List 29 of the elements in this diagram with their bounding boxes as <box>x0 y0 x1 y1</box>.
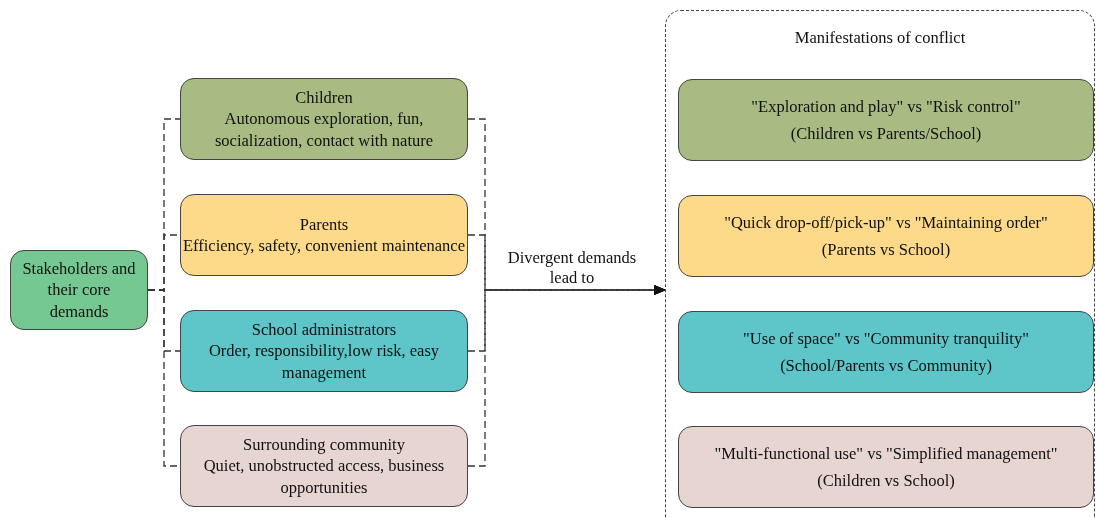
stakeholder-box <box>180 425 468 507</box>
conflict-box <box>678 311 1094 393</box>
box-text: (School/Parents vs Community) <box>780 355 992 377</box>
box-text: Efficiency, safety, convenient maintenance <box>182 235 465 257</box>
box-text: Autonomous exploration, fun, socialization, contact with nature <box>213 108 435 152</box>
box-heading: Children <box>295 86 353 109</box>
box-heading: "Exploration and play" vs "Risk control" <box>751 95 1021 117</box>
group-heading: Manifestations of conflict <box>794 27 966 49</box>
box-text: (Children vs School) <box>817 470 955 492</box>
stakeholder-box <box>180 78 468 160</box>
conflict-box <box>678 79 1094 161</box>
root-box <box>10 250 148 330</box>
box-heading: Parents <box>299 213 349 235</box>
stakeholder-box <box>180 194 468 276</box>
box-text: (Parents vs School) <box>821 239 951 261</box>
box-heading: "Quick drop-off/pick-up" vs "Maintaining order" <box>724 211 1048 233</box>
box-label: Stakeholders and their core demands <box>21 257 137 323</box>
connector <box>467 285 666 467</box>
stakeholder-box <box>180 310 468 392</box>
box-heading: Surrounding community <box>243 433 405 456</box>
group-frame <box>665 10 1095 518</box>
conflict-box <box>678 195 1094 277</box>
box-text: (Children vs Parents/School) <box>790 123 982 145</box>
conflict-box <box>678 426 1094 508</box>
box-text: Quiet, unobstructed access, business opportunities <box>202 455 446 499</box>
box-heading: "Multi-functional use" vs "Simplified management" <box>714 442 1058 464</box>
box-text: Order, responsibility,low risk, easy management <box>207 340 441 384</box>
box-heading: School administrators <box>251 318 397 341</box>
box-heading: "Use of space" vs "Community tranquility" <box>743 327 1029 349</box>
